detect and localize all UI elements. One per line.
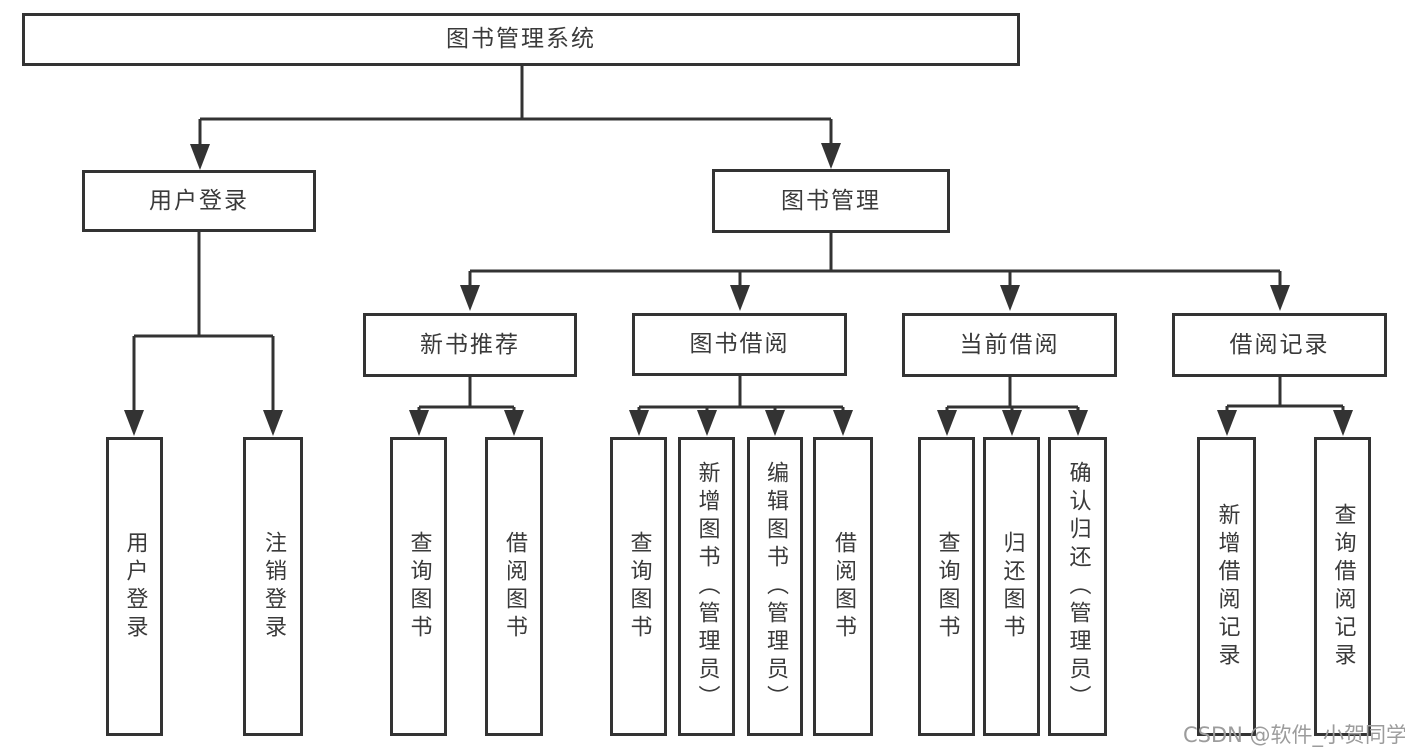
leaf-logout-label: 注销登录	[261, 530, 286, 643]
leaf-user-login: 用户登录	[106, 437, 163, 736]
leaf-borrow-query-books: 查询图书	[610, 437, 667, 736]
leaf-edit-books-admin: 编辑图书（管理员）	[747, 437, 803, 736]
node-new-book-recommend-label: 新书推荐	[420, 331, 520, 358]
leaf-borrow-books: 借阅图书	[813, 437, 873, 736]
leaf-query-borrow-record-label: 查询借阅记录	[1330, 502, 1356, 671]
node-borrow-records-label: 借阅记录	[1229, 331, 1330, 358]
leaf-recommend-query-books: 查询图书	[390, 437, 447, 736]
node-book-borrow: 图书借阅	[632, 313, 847, 376]
node-borrow-records: 借阅记录	[1172, 313, 1387, 377]
leaf-recommend-query-books-label: 查询图书	[406, 530, 432, 643]
leaf-user-login-label: 用户登录	[122, 530, 148, 643]
leaf-query-borrow-record: 查询借阅记录	[1314, 437, 1371, 736]
leaf-confirm-return-admin-label: 确认归还（管理员）	[1065, 460, 1091, 713]
node-new-book-recommend: 新书推荐	[363, 313, 577, 377]
leaf-return-books: 归还图书	[983, 437, 1040, 736]
leaf-recommend-borrow-books: 借阅图书	[485, 437, 543, 736]
node-root: 图书管理系统	[22, 13, 1020, 66]
leaf-add-books-admin: 新增图书（管理员）	[678, 437, 735, 736]
node-user-login: 用户登录	[82, 170, 316, 232]
leaf-edit-books-admin-label: 编辑图书（管理员）	[763, 460, 788, 713]
node-current-borrow-label: 当前借阅	[959, 331, 1060, 358]
leaf-current-query-books: 查询图书	[918, 437, 975, 736]
leaf-borrow-books-label: 借阅图书	[831, 530, 856, 643]
node-book-management-label: 图书管理	[781, 187, 881, 214]
leaf-confirm-return-admin: 确认归还（管理员）	[1048, 437, 1107, 736]
node-current-borrow: 当前借阅	[902, 313, 1117, 377]
leaf-return-books-label: 归还图书	[999, 530, 1025, 643]
node-book-borrow-label: 图书借阅	[689, 331, 790, 357]
leaf-current-query-books-label: 查询图书	[934, 530, 960, 643]
node-root-label: 图书管理系统	[446, 26, 596, 52]
leaf-add-borrow-record-label: 新增借阅记录	[1214, 502, 1240, 671]
leaf-add-books-admin-label: 新增图书（管理员）	[694, 460, 720, 713]
leaf-add-borrow-record: 新增借阅记录	[1197, 437, 1256, 736]
arrow-down-icons	[124, 143, 1353, 436]
leaf-recommend-borrow-books-label: 借阅图书	[502, 530, 527, 643]
csdn-watermark: CSDN @软件_小贺同学	[1183, 723, 1405, 747]
node-book-management: 图书管理	[712, 169, 950, 233]
leaf-borrow-query-books-label: 查询图书	[626, 530, 652, 643]
leaf-logout: 注销登录	[243, 437, 303, 736]
node-user-login-label: 用户登录	[149, 187, 249, 214]
